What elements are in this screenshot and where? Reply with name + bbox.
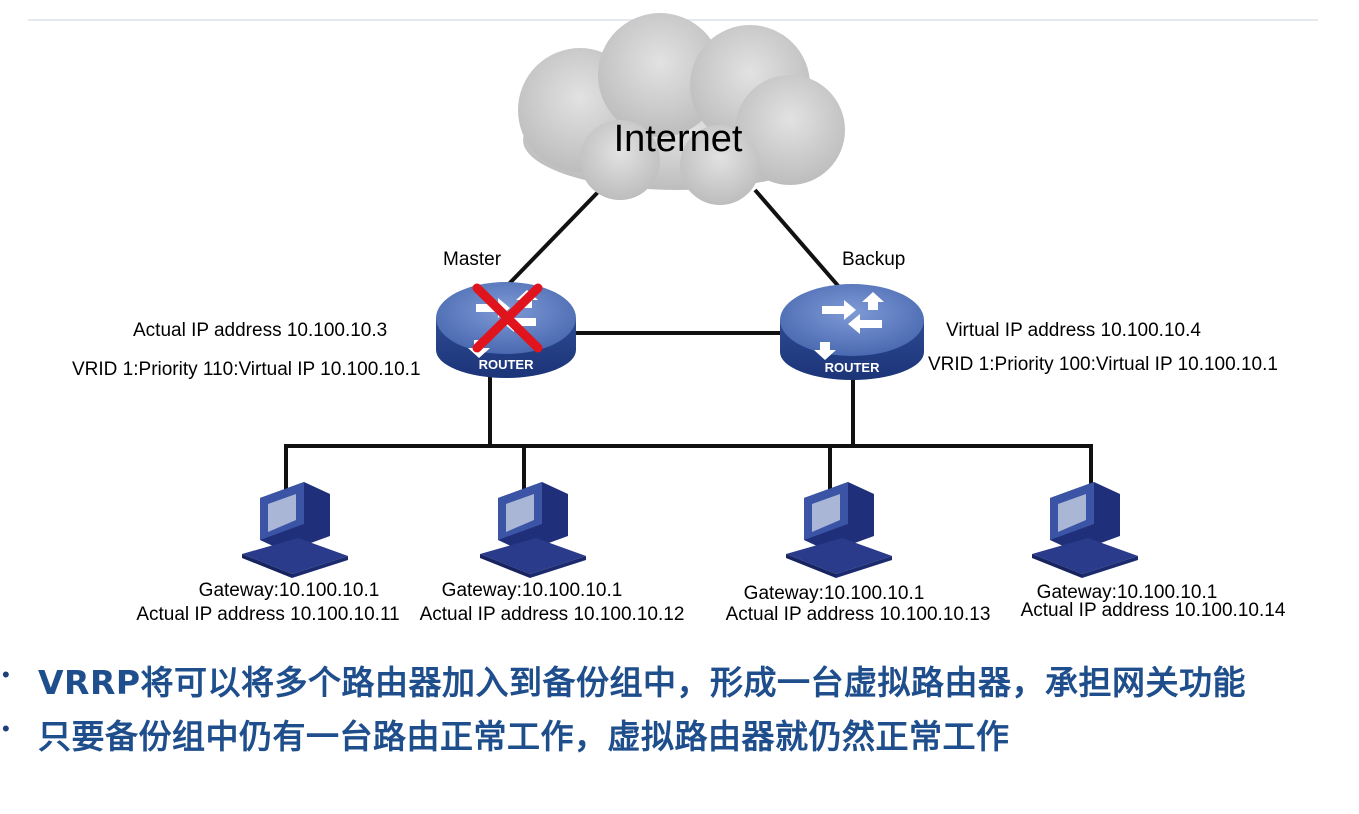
host-1-actual-ip: Actual IP address 10.100.10.11: [136, 604, 400, 625]
host-2-actual-ip: Actual IP address 10.100.10.12: [419, 604, 685, 625]
host-pc-icon: [786, 482, 892, 578]
host-3-gateway: Gateway:10.100.10.1: [743, 583, 925, 604]
link-internet-backup: [753, 188, 842, 290]
internet-cloud: [518, 13, 845, 205]
bullet-text: 只要备份组中仍有一台路由正常工作，虚拟路由器就仍然正常工作: [38, 717, 1010, 756]
host-1-gateway: Gateway:10.100.10.1: [198, 580, 380, 601]
internet-label: Internet: [613, 118, 743, 160]
backup-virtual-ip: Virtual IP address 10.100.10.4: [946, 320, 1201, 341]
host-3-actual-ip: Actual IP address 10.100.10.13: [725, 604, 991, 625]
backup-vrid: VRID 1:Priority 100:Virtual IP 10.100.10…: [928, 354, 1278, 375]
summary-bullets: • VRRP将可以将多个路由器加入到备份组中，形成一台虚拟路由器，承担网关功能 …: [0, 652, 1359, 760]
backup-role-label: Backup: [842, 249, 906, 270]
bullet-item: • 只要备份组中仍有一台路由正常工作，虚拟路由器就仍然正常工作: [0, 706, 1359, 760]
host-pc-icon: [480, 482, 586, 578]
master-router-icon: ROUTER: [436, 282, 576, 378]
host-4-gateway: Gateway:10.100.10.1: [1036, 582, 1218, 603]
master-actual-ip: Actual IP address 10.100.10.3: [133, 320, 388, 341]
bullet-item: • VRRP将可以将多个路由器加入到备份组中，形成一台虚拟路由器，承担网关功能: [0, 652, 1359, 706]
master-failure-x-icon: [472, 283, 543, 353]
bullet-dot-icon: •: [2, 662, 10, 687]
master-router-badge: ROUTER: [479, 357, 535, 372]
bullet-text: VRRP将可以将多个路由器加入到备份组中，形成一台虚拟路由器，承担网关功能: [38, 663, 1247, 702]
backup-router-icon: ROUTER: [780, 284, 924, 380]
master-role-label: Master: [443, 249, 502, 270]
master-vrid: VRID 1:Priority 110:Virtual IP 10.100.10…: [72, 359, 421, 380]
host-2-gateway: Gateway:10.100.10.1: [441, 580, 623, 601]
host-4-actual-ip: Actual IP address 10.100.10.14: [1020, 600, 1286, 621]
backup-router-badge: ROUTER: [825, 360, 881, 375]
bullet-dot-icon: •: [2, 716, 10, 741]
host-pc-icon: [1032, 482, 1138, 578]
host-pc-icon: [242, 482, 348, 578]
link-internet-master: [503, 188, 602, 290]
